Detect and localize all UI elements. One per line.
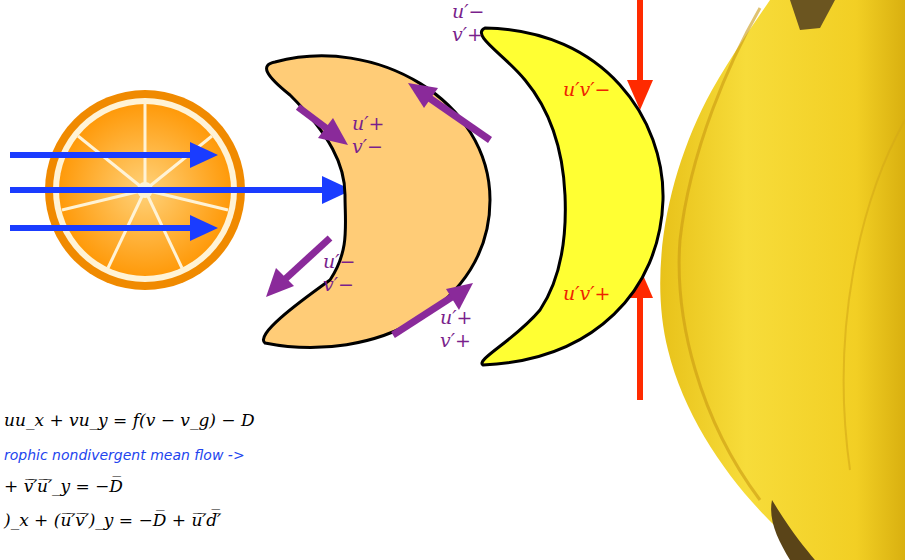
component-sign: u′v′− — [563, 78, 611, 101]
component-sign: u′− v′− — [323, 250, 357, 296]
equation: uu_x + vu_y = f(v − v_g) − D — [4, 410, 255, 430]
component-sign: u′v′+ — [563, 282, 611, 305]
eddy-arrow — [266, 83, 490, 335]
component-sign: u′− v′+ — [452, 0, 486, 46]
component-sign: u′+ v′− — [352, 112, 386, 158]
flow-arrow — [10, 142, 352, 241]
crescent-outline — [455, 20, 670, 370]
eddy-crescent: u′+ v′− u′− v′− — [255, 50, 495, 350]
crescent-outline — [255, 50, 495, 350]
equation: + v̅′̅u̅′̅_y = −D̅ — [4, 476, 123, 496]
component-sign: u′+ v′+ — [440, 306, 474, 352]
equation: )_x + (u̅′̅v̅′̅)_y = −D̅ + u̅′̅d̅′̅ — [4, 510, 221, 530]
banana-crescent: u′v′− u′v′+ — [455, 20, 670, 370]
note: rophic nondivergent mean flow -> — [4, 447, 245, 464]
banana-photo — [660, 0, 905, 560]
